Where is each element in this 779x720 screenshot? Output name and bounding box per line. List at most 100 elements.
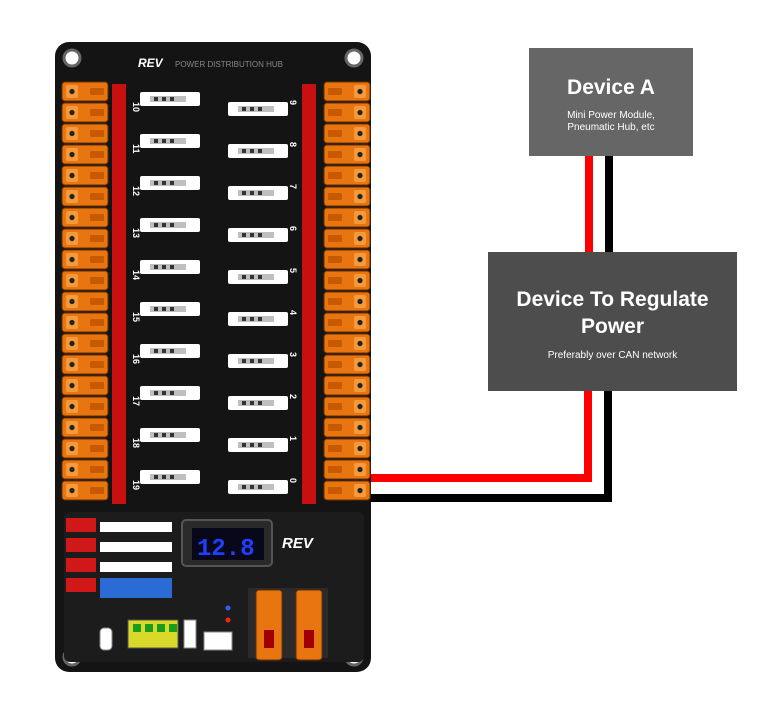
- power-distribution-hub: REV POWER DISTRIBUTION HUB 1011121314151…: [55, 42, 371, 672]
- channel-label-left: 17: [131, 396, 141, 406]
- channel-label-left: 13: [131, 228, 141, 238]
- lever-connector-right: [323, 186, 371, 207]
- fuse-slot-right: [228, 312, 288, 326]
- lever-connector-right: [323, 249, 371, 270]
- channel-label-left: 15: [131, 312, 141, 322]
- lever-connector-left: [61, 228, 109, 249]
- display-brand-logo: REV: [282, 535, 315, 552]
- lever-connector-left: [61, 207, 109, 228]
- channel-label-left: 18: [131, 438, 141, 448]
- lever-connector-right: [323, 270, 371, 291]
- lever-connector-left: [61, 270, 109, 291]
- lever-connector-right: [323, 312, 371, 333]
- device-a-box: Device A Mini Power Module, Pneumatic Hu…: [529, 48, 693, 156]
- channel-label-right: 3: [288, 352, 298, 357]
- device-regulate-title: Device To Regulate Power: [516, 288, 709, 338]
- lever-connector-left: [61, 123, 109, 144]
- lever-connector-right: [323, 480, 371, 501]
- main-power-input: [248, 588, 328, 661]
- can-terminal-block: [127, 619, 179, 649]
- channel-label-right: 8: [288, 142, 298, 147]
- lever-connector-right: [323, 333, 371, 354]
- lever-connector-right: [323, 438, 371, 459]
- channel-label-right: 9: [288, 100, 298, 105]
- fuse-slot-right: [228, 354, 288, 368]
- lever-connector-right: [323, 102, 371, 123]
- fault-led: [225, 617, 231, 623]
- channel-label-left: 14: [131, 270, 141, 280]
- lever-connector-left: [61, 480, 109, 501]
- lever-connector-right: [323, 396, 371, 417]
- fuse-slot-left: [140, 92, 200, 106]
- channel-label-left: 12: [131, 186, 141, 196]
- channel-label-left: 19: [131, 480, 141, 490]
- lever-connector-right: [323, 291, 371, 312]
- channel-label-right: 5: [288, 268, 298, 273]
- lever-connector-right: [323, 165, 371, 186]
- fuse-slot-left: [140, 218, 200, 232]
- lever-connector-right: [323, 459, 371, 480]
- fuse-slot-left: [140, 176, 200, 190]
- channel-label-right: 7: [288, 184, 298, 189]
- lever-connector-left: [61, 417, 109, 438]
- lever-connector-left: [61, 291, 109, 312]
- fuse-slot-left: [140, 428, 200, 442]
- fuse-slot-left: [140, 344, 200, 358]
- lever-connector-left: [61, 81, 109, 102]
- voltage-readout: 12.8: [197, 536, 255, 563]
- lever-connector-left: [61, 249, 109, 270]
- lever-connector-right: [323, 81, 371, 102]
- lever-connector-right: [323, 123, 371, 144]
- hub-brand-logo: REV: [138, 56, 164, 70]
- fuse-slot-right: [228, 480, 288, 494]
- channel-label-right: 2: [288, 394, 298, 399]
- lever-connector-left: [61, 186, 109, 207]
- black-wire-hub: [370, 391, 612, 502]
- usb-port: [99, 627, 113, 651]
- lever-connector-left: [61, 333, 109, 354]
- channel-label-left: 10: [131, 102, 141, 112]
- fuse-slot-right: [228, 102, 288, 116]
- red-wire-hub: [370, 391, 592, 482]
- fuse-slot-left: [140, 260, 200, 274]
- lever-connector-right: [323, 207, 371, 228]
- status-led: [225, 605, 231, 611]
- switchable-fuses: [66, 518, 172, 598]
- lever-connector-right: [323, 228, 371, 249]
- fuse-slot-right: [228, 396, 288, 410]
- wires: [370, 156, 613, 502]
- channel-label-left: 11: [131, 144, 141, 154]
- lever-connector-left: [61, 312, 109, 333]
- mount-hole-tl: [62, 48, 82, 68]
- channel-label-right: 0: [288, 478, 298, 483]
- fuse-slot-left: [140, 302, 200, 316]
- lever-connector-left: [61, 375, 109, 396]
- fuse-slot-right: [228, 438, 288, 452]
- channel-label-right: 1: [288, 436, 298, 441]
- lever-connector-right: [323, 417, 371, 438]
- hub-header-text: POWER DISTRIBUTION HUB: [175, 60, 283, 69]
- device-a-title: Device A: [567, 76, 655, 99]
- lever-connector-left: [61, 354, 109, 375]
- voltage-display: 12.8 REV: [181, 519, 315, 567]
- device-regulate-box: Device To Regulate Power Preferably over…: [488, 252, 737, 391]
- fuse-slot-right: [228, 144, 288, 158]
- fuse-slot-right: [228, 186, 288, 200]
- device-regulate-subtitle: Preferably over CAN network: [547, 350, 678, 361]
- lever-connector-left: [61, 438, 109, 459]
- fuse-slot-left: [140, 386, 200, 400]
- fuse-slot-right: [228, 228, 288, 242]
- lever-connector-left: [61, 459, 109, 480]
- fuse-slot-left: [140, 470, 200, 484]
- dip-switch: [183, 619, 197, 649]
- fuse-slot-left: [140, 134, 200, 148]
- lever-connector-right: [323, 375, 371, 396]
- lever-connector-left: [61, 165, 109, 186]
- aux-connector: [203, 631, 233, 651]
- device-a-subtitle: Mini Power Module, Pneumatic Hub, etc: [567, 110, 655, 133]
- fuse-slot-right: [228, 270, 288, 284]
- mount-hole-tr: [344, 48, 364, 68]
